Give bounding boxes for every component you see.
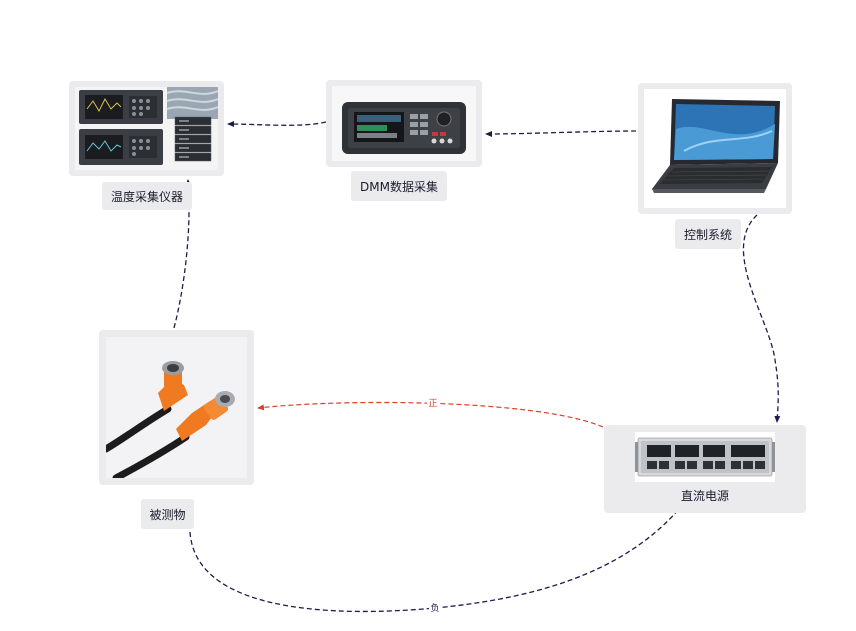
node-control[interactable] (638, 83, 792, 214)
laptop-image (644, 89, 786, 208)
node-temp-daq[interactable] (69, 81, 224, 176)
node-dc-supply[interactable] (604, 425, 806, 513)
edge-dmm-to-temp-daq (227, 121, 327, 128)
edge-control-to-dc-supply (742, 214, 781, 423)
dmm-image (332, 86, 476, 161)
dut-image (106, 337, 247, 478)
edge-label-negative: 负 (430, 602, 439, 614)
edge-label-positive: 正 (428, 399, 437, 409)
node-dut[interactable] (99, 330, 254, 485)
node-label-dc-supply: 直流电源 (680, 488, 729, 503)
node-dmm[interactable] (326, 80, 482, 167)
dc-supply-image (635, 432, 775, 482)
edge-positive (257, 401, 604, 428)
node-label-dut: 被测物 (141, 499, 194, 529)
temp-daq-image (75, 87, 218, 170)
edge-control-to-dmm (485, 130, 637, 137)
node-label-temp-daq: 温度采集仪器 (102, 182, 192, 210)
node-label-dmm: DMM数据采集 (351, 171, 447, 201)
node-label-control: 控制系统 (675, 219, 741, 249)
